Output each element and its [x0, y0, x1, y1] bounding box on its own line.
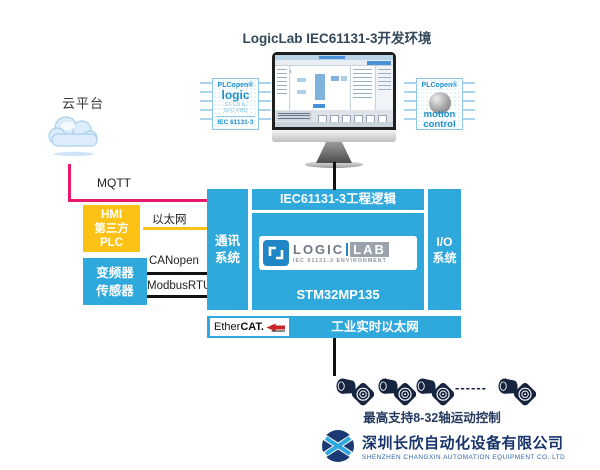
runtime-core-box: LOGIC LAB IEC 61131-3 ENVIRONMENT STM32M… [252, 213, 424, 310]
ide-bottom-strip [275, 110, 393, 123]
drive-line: 传感器 [96, 284, 134, 298]
ide-run-button [367, 61, 391, 65]
hmi-line: 第三方 [94, 223, 129, 235]
mqtt-line-vertical [68, 164, 71, 202]
plc-languages-line2: SFC FBD [223, 108, 248, 114]
servo-motor-icon [416, 372, 454, 406]
servo-motor-icon [498, 372, 536, 406]
ide-status-bar [275, 122, 393, 127]
cloud-icon [44, 110, 106, 167]
monitor-chin [272, 130, 396, 142]
realtime-ethernet-label: 工业实时以太网 [331, 320, 419, 334]
ethernet-line [143, 227, 209, 230]
modbus-line [147, 295, 209, 298]
io-system-column: I/O 系统 [428, 189, 461, 310]
logiclab-wordmark-logic: LOGIC [293, 242, 345, 257]
hmi-line: HMI [100, 209, 123, 221]
badge-divider [216, 116, 255, 117]
logo-divider [346, 243, 349, 256]
company-name-cn: 深圳长欣自动化设备有限公司 [362, 434, 564, 452]
cloud-platform-label: 云平台 [62, 96, 105, 111]
monitor-stand [316, 142, 352, 163]
logiclab-icon [263, 240, 289, 266]
motion-label-line1: motion [423, 109, 456, 120]
servo-motor-icon [378, 372, 416, 406]
ethercat-text-ether: Ether [214, 321, 241, 333]
ethercat-text-cat: CAT. [240, 321, 264, 333]
page-title: LogicLab IEC61131-3开发环境 [242, 31, 432, 46]
motion-label-line2: control [423, 119, 456, 130]
drive-line: 变频器 [96, 266, 134, 280]
mqtt-label: MQTT [97, 176, 131, 190]
ide-title-tab [319, 56, 345, 59]
company-name-en: SHENZHEN CHANGXIN AUTOMATION EQUIPMENT C… [362, 453, 566, 461]
ide-screenshot [275, 55, 393, 127]
ethernet-label: 以太网 [152, 214, 187, 226]
modbus-label: ModbusRTU [147, 280, 212, 292]
company-logo: 深圳长欣自动化设备有限公司 SHENZHEN CHANGXIN AUTOMATI… [320, 428, 565, 464]
monitor-bezel [272, 52, 396, 130]
company-mark-icon [322, 430, 354, 462]
mcu-label: STM32MP135 [296, 287, 380, 302]
motor-connector-line [333, 338, 336, 376]
chip-pins-icon [200, 82, 212, 126]
ide-watch-panel [350, 66, 374, 110]
chip-pins-icon [463, 82, 475, 126]
comm-line: 通讯 [214, 233, 240, 248]
monitor-connector-line [333, 162, 336, 190]
plcopen-brand: PLCopen® [217, 82, 254, 89]
sphere-icon [429, 92, 451, 114]
ide-function-block [315, 74, 325, 100]
ide-fbd-canvas [291, 66, 349, 110]
io-line: I/O [436, 234, 453, 249]
canopen-label: CANopen [149, 255, 199, 267]
engineering-logic-bar: IEC61131-3工程逻辑 [252, 189, 424, 210]
logiclab-subtitle: IEC 61131-3 ENVIRONMENT [293, 258, 387, 264]
chip-pins-icon [259, 82, 271, 126]
chip-pins-icon [404, 82, 416, 126]
ide-output-log [276, 111, 312, 121]
hmi-line: PLC [100, 237, 123, 249]
plcopen-logic-badge: PLCopen® logic ST LD IL SFC FBD IEC 6113… [200, 78, 271, 130]
ide-library-panel [375, 66, 393, 110]
plcopen-brand: PLCopen® [421, 82, 458, 89]
plc-languages-line1: ST LD IL [224, 102, 247, 108]
monitor [272, 52, 396, 168]
io-line: 系统 [432, 250, 457, 265]
comm-line: 系统 [214, 250, 240, 265]
logiclab-logo: LOGIC LAB IEC 61131-3 ENVIRONMENT [259, 236, 417, 270]
ellipsis-dashes: ------ [455, 380, 487, 395]
drive-sensor-box: 变频器 传感器 [83, 258, 147, 305]
logiclab-wordmark-lab: LAB [350, 242, 389, 257]
servo-motor-icon [336, 372, 374, 406]
hmi-plc-box: HMI 第三方 PLC [83, 205, 140, 252]
ethercat-arrow-icon [266, 323, 285, 332]
comm-system-column: 通讯 系统 [207, 189, 248, 310]
ide-project-tree [275, 66, 290, 110]
mqtt-line-horizontal [68, 199, 209, 202]
axis-support-caption: 最高支持8-32轴运动控制 [363, 411, 501, 425]
iec-standard-label: IEC 61131-3 [217, 119, 254, 126]
plcopen-logic-label: logic [221, 88, 250, 102]
canopen-line [147, 272, 209, 275]
plcopen-motion-badge: PLCopen® motion control [404, 78, 475, 130]
